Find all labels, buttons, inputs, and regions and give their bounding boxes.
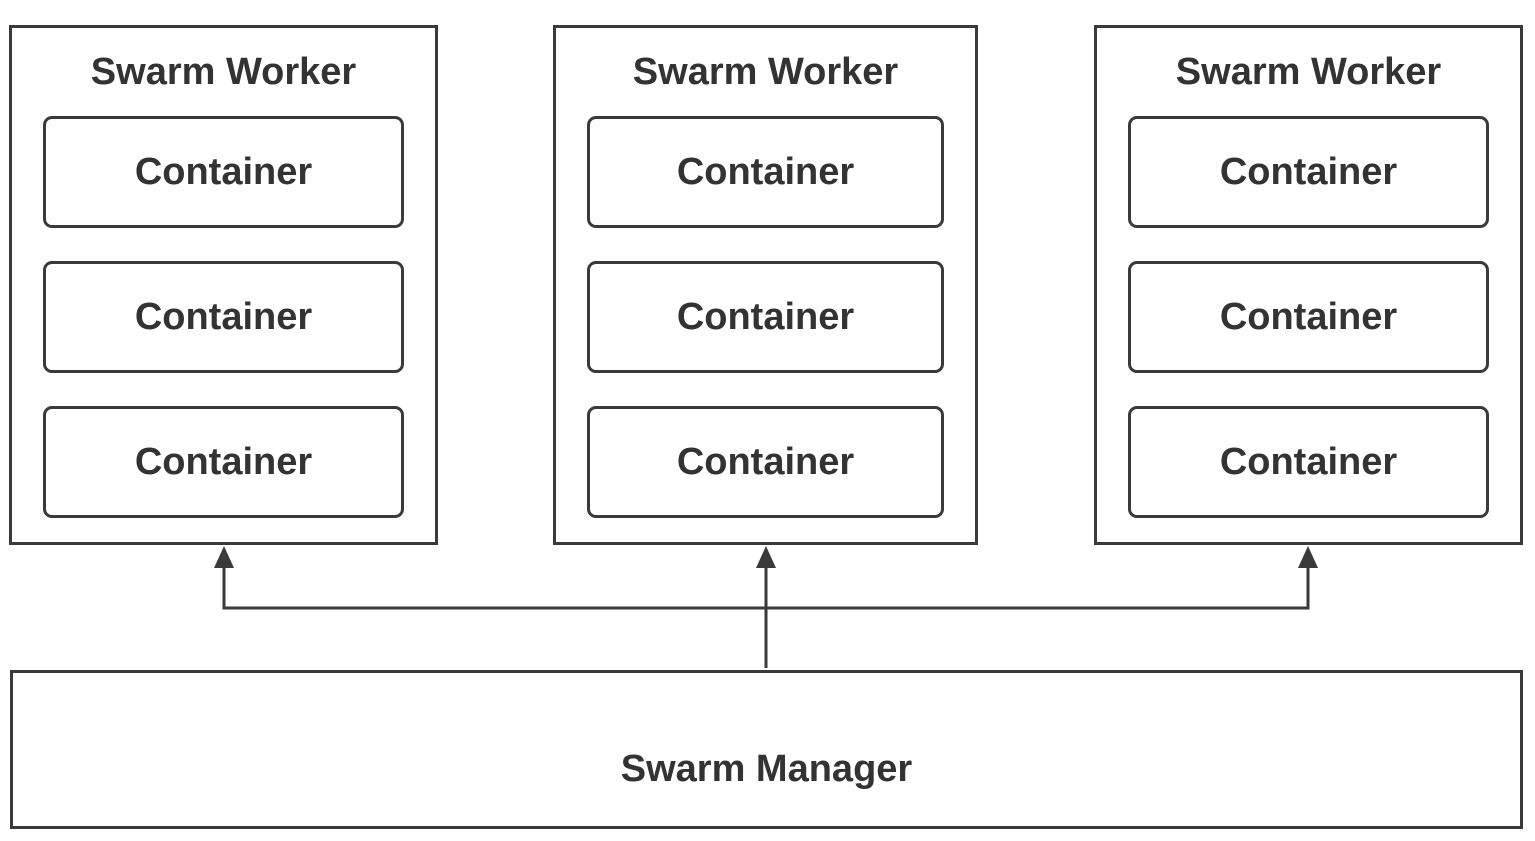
worker-title: Swarm Worker: [1175, 50, 1442, 93]
container-box: Container: [43, 406, 404, 518]
container-label: Container: [1219, 150, 1398, 193]
swarm-worker-box-1: Swarm Worker Container Container Contain…: [9, 25, 438, 545]
swarm-manager-box: Swarm Manager: [10, 670, 1523, 829]
container-label: Container: [134, 150, 313, 193]
container-label: Container: [1219, 440, 1398, 483]
arrowhead-left-worker: [214, 546, 234, 568]
container-box: Container: [1128, 116, 1489, 228]
arrowhead-right-worker: [1298, 546, 1318, 568]
swarm-worker-box-3: Swarm Worker Container Container Contain…: [1094, 25, 1523, 545]
container-label: Container: [1219, 295, 1398, 338]
container-box: Container: [587, 116, 944, 228]
swarm-worker-box-2: Swarm Worker Container Container Contain…: [553, 25, 978, 545]
manager-title: Swarm Manager: [620, 748, 913, 790]
container-label: Container: [676, 295, 855, 338]
container-list: Container Container Container: [43, 116, 404, 518]
container-box: Container: [1128, 261, 1489, 373]
container-list: Container Container Container: [1128, 116, 1489, 518]
worker-title: Swarm Worker: [632, 50, 899, 93]
container-list: Container Container Container: [587, 116, 944, 518]
container-label: Container: [134, 295, 313, 338]
container-box: Container: [43, 116, 404, 228]
container-label: Container: [676, 440, 855, 483]
container-box: Container: [587, 406, 944, 518]
container-box: Container: [43, 261, 404, 373]
container-box: Container: [587, 261, 944, 373]
container-label: Container: [676, 150, 855, 193]
container-box: Container: [1128, 406, 1489, 518]
worker-title: Swarm Worker: [90, 50, 357, 93]
container-label: Container: [134, 440, 313, 483]
arrowhead-middle-worker: [756, 546, 776, 568]
